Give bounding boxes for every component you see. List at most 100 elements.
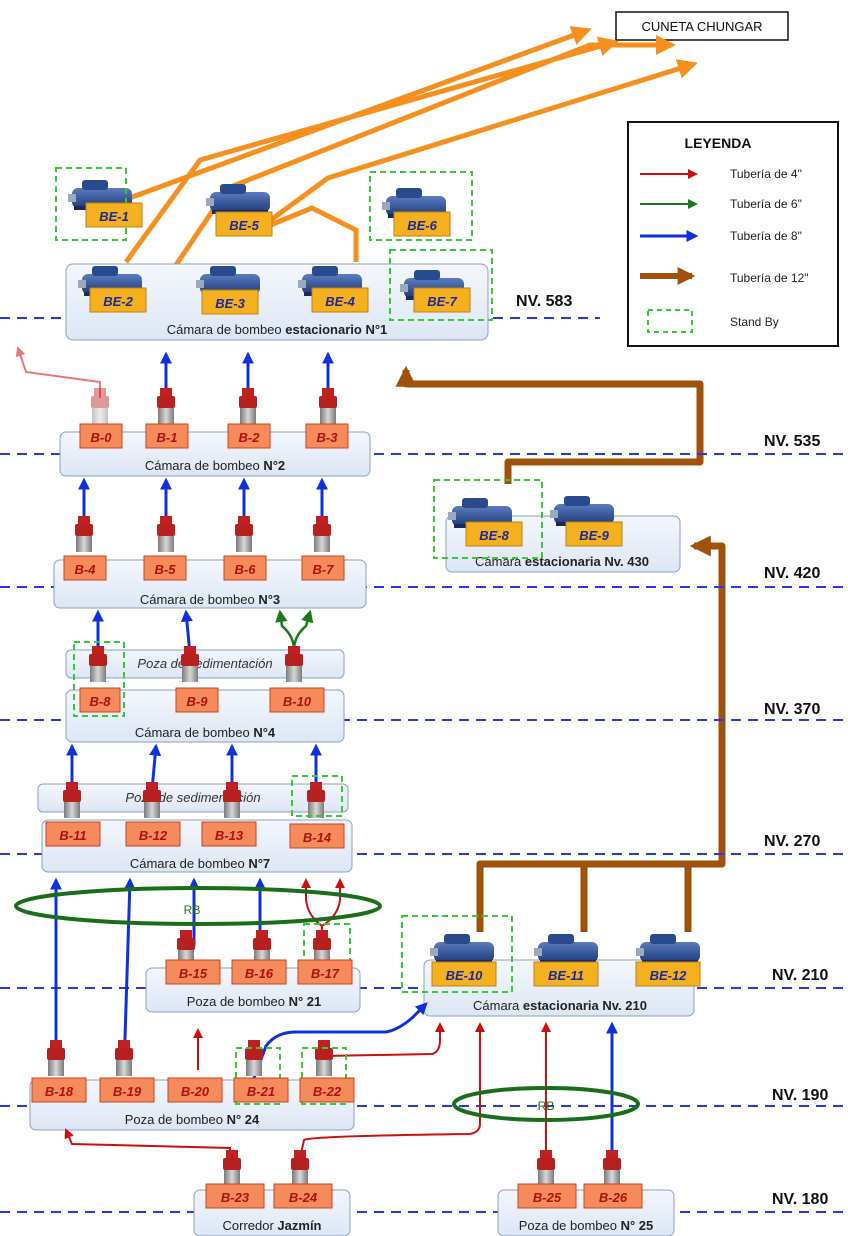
b-tag: B-3 <box>305 423 349 449</box>
be-tag: BE-9 <box>565 521 623 547</box>
b-tag: B-10 <box>269 687 325 713</box>
pump-be11-icon <box>534 934 598 964</box>
svg-text:B-2: B-2 <box>239 430 261 445</box>
b-tag: B-12 <box>125 821 181 847</box>
b-tag: B-11 <box>45 821 101 847</box>
b-tag: B-6 <box>223 555 267 581</box>
destination-label: CUNETA CHUNGAR <box>641 19 762 34</box>
pipe-be5 <box>173 35 676 267</box>
b-tags: B-0 B-1 B-2 B-3 B-4 B-5 B-6 B-7 B-8 B-9 … <box>31 423 643 1209</box>
legend-label-6: Tubería de 6" <box>730 197 802 211</box>
pump-be5-icon <box>206 184 270 214</box>
pipe-be4 <box>267 205 359 262</box>
pipe-e210-to-e430 <box>476 535 726 932</box>
pump-be12-icon <box>636 934 700 964</box>
level-label-420: NV. 420 <box>764 565 820 582</box>
be-tag: BE-6 <box>393 211 451 237</box>
svg-text:BE-6: BE-6 <box>407 218 437 233</box>
pump-b23-icon <box>223 1150 241 1186</box>
svg-text:B-23: B-23 <box>221 1190 250 1205</box>
b-tag: B-13 <box>201 821 257 847</box>
rb-ring-1 <box>14 886 382 926</box>
svg-text:B-13: B-13 <box>215 828 244 843</box>
orange-discharge-pipes <box>123 26 698 267</box>
level-label-210: NV. 210 <box>772 967 828 984</box>
be-tag: BE-2 <box>89 287 147 313</box>
chamber-4-title: Cámara de bombeo N°4 <box>135 725 276 740</box>
be-tag: BE-10 <box>431 961 497 987</box>
destination-box: CUNETA CHUNGAR <box>615 11 789 41</box>
b-tag: B-15 <box>165 959 221 985</box>
pipe-e430-to-c1 <box>395 365 704 484</box>
legend-title: LEYENDA <box>685 135 752 151</box>
svg-text:B-6: B-6 <box>235 562 257 577</box>
be-tag: BE-3 <box>201 289 259 315</box>
svg-text:BE-2: BE-2 <box>103 294 133 309</box>
svg-text:BE-4: BE-4 <box>325 294 355 309</box>
chamber-7-title: Cámara de bombeo N°7 <box>130 856 270 871</box>
chamber-2-box <box>59 431 371 477</box>
b-tag: B-26 <box>583 1183 643 1209</box>
svg-text:BE-1: BE-1 <box>99 209 129 224</box>
pump-b19-icon <box>115 1040 133 1076</box>
b-tag: B-22 <box>299 1077 355 1103</box>
pump-b21-icon <box>245 1040 263 1076</box>
b-tag: B-1 <box>145 423 189 449</box>
level-label-583: NV. 583 <box>516 293 572 310</box>
svg-text:B-25: B-25 <box>533 1190 562 1205</box>
be-tag: BE-1 <box>85 202 143 228</box>
b-tag: B-20 <box>167 1077 223 1103</box>
svg-text:BE-9: BE-9 <box>579 528 609 543</box>
chamber-7-box <box>41 819 353 873</box>
legend-label-8: Tubería de 8" <box>730 229 802 243</box>
standby-boxes <box>55 167 543 1105</box>
b-tag: B-16 <box>231 959 287 985</box>
blue-pipes <box>50 351 618 1186</box>
e430-title: Cámara estacionaria Nv. 430 <box>475 554 649 569</box>
b-tag: B-25 <box>517 1183 577 1209</box>
pump-b24-icon <box>291 1150 309 1186</box>
chamber-2-title: Cámara de bombeo N°2 <box>145 458 285 473</box>
level-label-270: NV. 270 <box>764 833 820 850</box>
b-tag: B-19 <box>99 1077 155 1103</box>
svg-text:B-10: B-10 <box>283 694 312 709</box>
legend-standby-icon <box>647 309 693 333</box>
pump-b1-icon <box>157 388 175 424</box>
svg-text:B-17: B-17 <box>311 966 340 981</box>
pipe-b0-standby <box>15 346 101 398</box>
svg-text:B-16: B-16 <box>245 966 274 981</box>
be-tag: BE-12 <box>635 961 701 987</box>
legend-label-4: Tubería de 4" <box>730 167 802 181</box>
rb-label-2: RB <box>538 1099 555 1113</box>
svg-text:B-8: B-8 <box>90 694 112 709</box>
b-tag: B-4 <box>63 555 107 581</box>
svg-text:B-22: B-22 <box>313 1084 342 1099</box>
b-tag: B-8 <box>79 687 121 713</box>
poza-25-title: Poza de bombeo N° 25 <box>519 1218 654 1233</box>
b-tag: B-0 <box>79 423 123 449</box>
svg-text:B-0: B-0 <box>91 430 113 445</box>
sed-upper-box <box>65 649 345 679</box>
b-tag: B-14 <box>289 823 345 849</box>
svg-text:B-12: B-12 <box>139 828 168 843</box>
svg-text:B-14: B-14 <box>303 830 332 845</box>
pump-b5-icon <box>157 516 175 552</box>
svg-text:B-26: B-26 <box>599 1190 628 1205</box>
legend-label-12: Tubería de 12" <box>730 271 809 285</box>
pump-b2-icon <box>239 388 257 424</box>
b-tag: B-23 <box>205 1183 265 1209</box>
chamber-1-title: Cámara de bombeo estacionario N°1 <box>167 322 388 337</box>
pump-be10-icon <box>430 934 494 964</box>
rb-ring-2 <box>452 1086 640 1122</box>
b-tag: B-18 <box>31 1077 87 1103</box>
b-tag: B-5 <box>143 555 187 581</box>
svg-text:B-20: B-20 <box>181 1084 210 1099</box>
e210-title: Cámara estacionaria Nv. 210 <box>473 998 647 1013</box>
be-tag: BE-5 <box>215 211 273 237</box>
level-label-180: NV. 180 <box>772 1191 828 1208</box>
corredor-title: Corredor Jazmín <box>223 1218 322 1233</box>
pump-b3-icon <box>319 388 337 424</box>
pump-b0-icon <box>91 388 109 424</box>
poza-21-title: Poza de bombeo N° 21 <box>187 994 322 1009</box>
svg-text:B-15: B-15 <box>179 966 208 981</box>
